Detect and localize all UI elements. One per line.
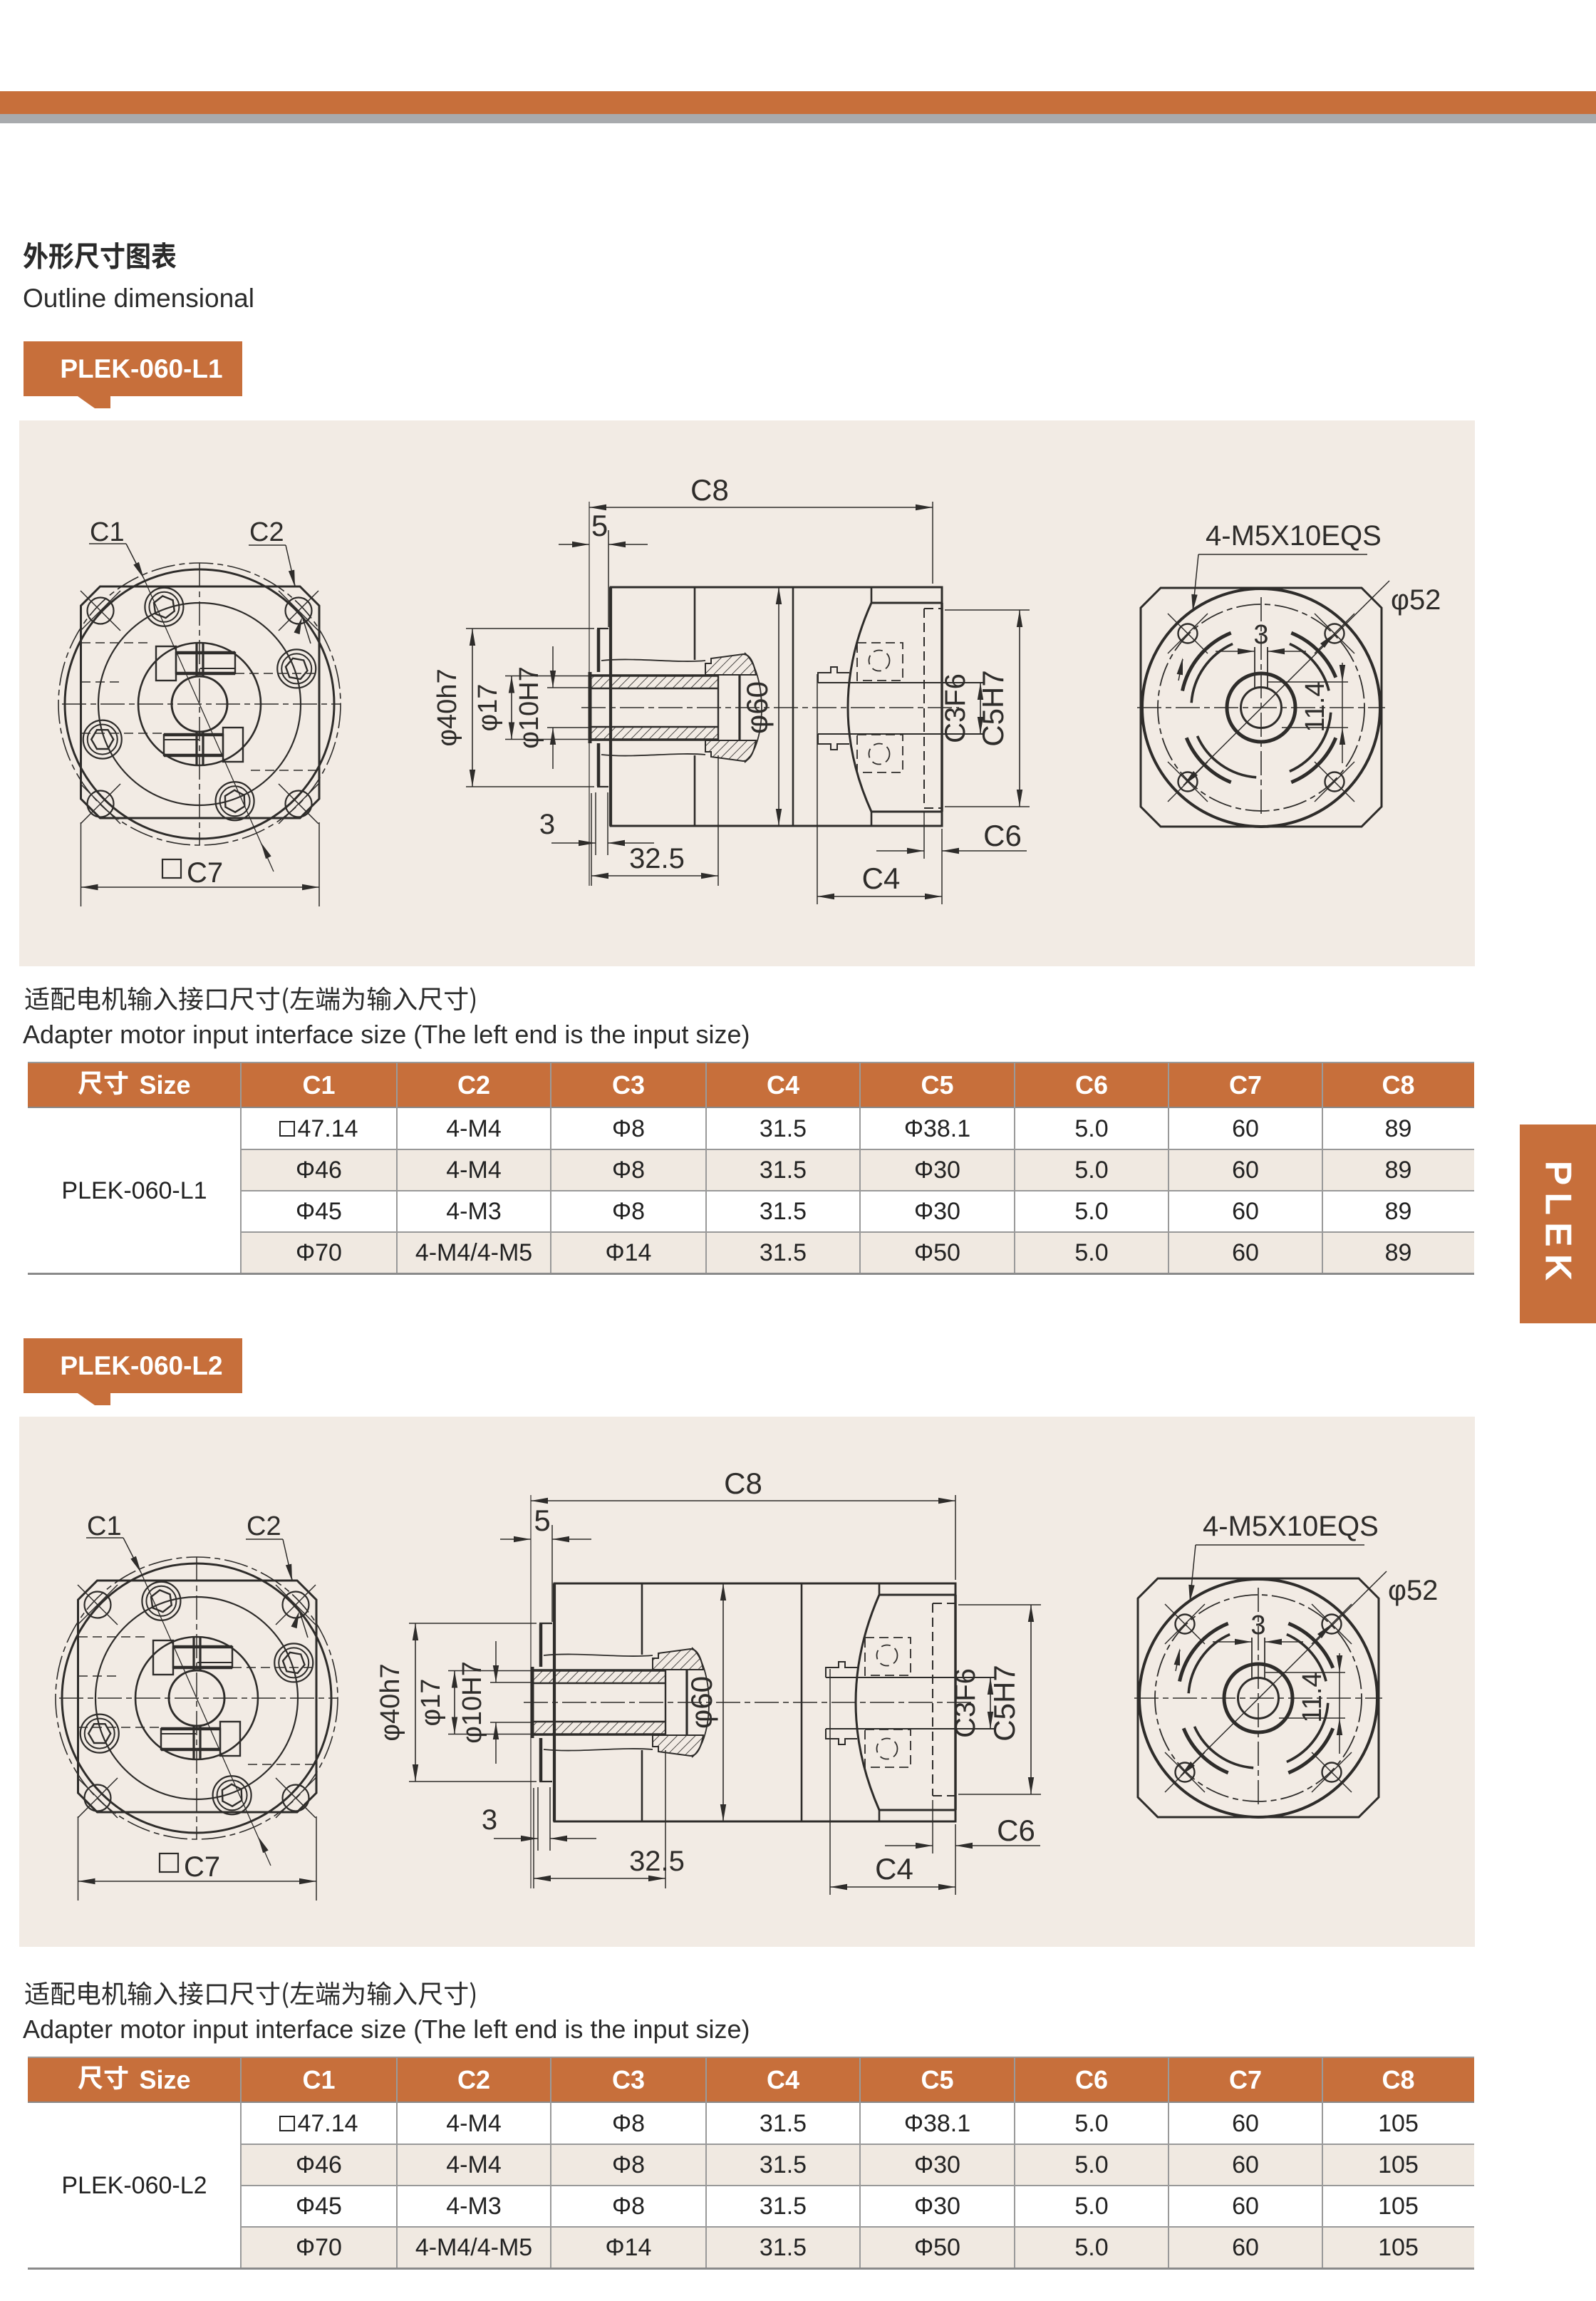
svg-text:C2: C2 bbox=[249, 517, 284, 547]
svg-text:C6: C6 bbox=[997, 1814, 1035, 1847]
svg-text:3: 3 bbox=[539, 809, 555, 840]
svg-text:C5H7: C5H7 bbox=[976, 670, 1010, 746]
svg-text:φ40h7: φ40h7 bbox=[375, 1663, 405, 1741]
svg-text:C2: C2 bbox=[247, 1511, 281, 1541]
svg-text:3: 3 bbox=[1250, 1610, 1265, 1640]
svg-text:φ40h7: φ40h7 bbox=[432, 668, 462, 746]
svg-text:11.4: 11.4 bbox=[1300, 681, 1330, 732]
svg-text:32.5: 32.5 bbox=[629, 843, 685, 874]
svg-text:4-M5X10EQS: 4-M5X10EQS bbox=[1206, 520, 1382, 552]
svg-text:C3F6: C3F6 bbox=[950, 1668, 981, 1738]
svg-text:5: 5 bbox=[534, 1504, 550, 1537]
svg-text:φ10H7: φ10H7 bbox=[457, 1661, 487, 1743]
svg-text:5: 5 bbox=[591, 509, 608, 542]
svg-text:3: 3 bbox=[1253, 620, 1268, 650]
svg-text:φ17: φ17 bbox=[416, 1679, 446, 1727]
svg-text:C7: C7 bbox=[184, 1851, 220, 1883]
svg-text:C8: C8 bbox=[690, 473, 729, 507]
svg-text:C1: C1 bbox=[90, 517, 125, 547]
svg-text:φ52: φ52 bbox=[1391, 584, 1441, 616]
svg-text:3: 3 bbox=[482, 1804, 497, 1836]
svg-text:φ10H7: φ10H7 bbox=[514, 666, 544, 748]
svg-text:C6: C6 bbox=[983, 819, 1022, 852]
svg-text:φ60: φ60 bbox=[740, 681, 774, 734]
svg-text:C7: C7 bbox=[187, 857, 223, 889]
svg-text:C4: C4 bbox=[862, 862, 901, 895]
svg-text:φ17: φ17 bbox=[473, 684, 503, 732]
svg-text:C8: C8 bbox=[724, 1467, 762, 1500]
svg-text:C1: C1 bbox=[87, 1511, 122, 1541]
svg-text:φ52: φ52 bbox=[1388, 1575, 1438, 1606]
svg-text:C4: C4 bbox=[875, 1852, 913, 1886]
svg-text:4-M5X10EQS: 4-M5X10EQS bbox=[1203, 1511, 1379, 1542]
svg-text:11.4: 11.4 bbox=[1297, 1672, 1327, 1722]
svg-text:φ60: φ60 bbox=[685, 1676, 718, 1729]
svg-text:C5H7: C5H7 bbox=[988, 1665, 1021, 1741]
svg-text:32.5: 32.5 bbox=[629, 1846, 685, 1877]
svg-text:C3F6: C3F6 bbox=[940, 673, 971, 743]
